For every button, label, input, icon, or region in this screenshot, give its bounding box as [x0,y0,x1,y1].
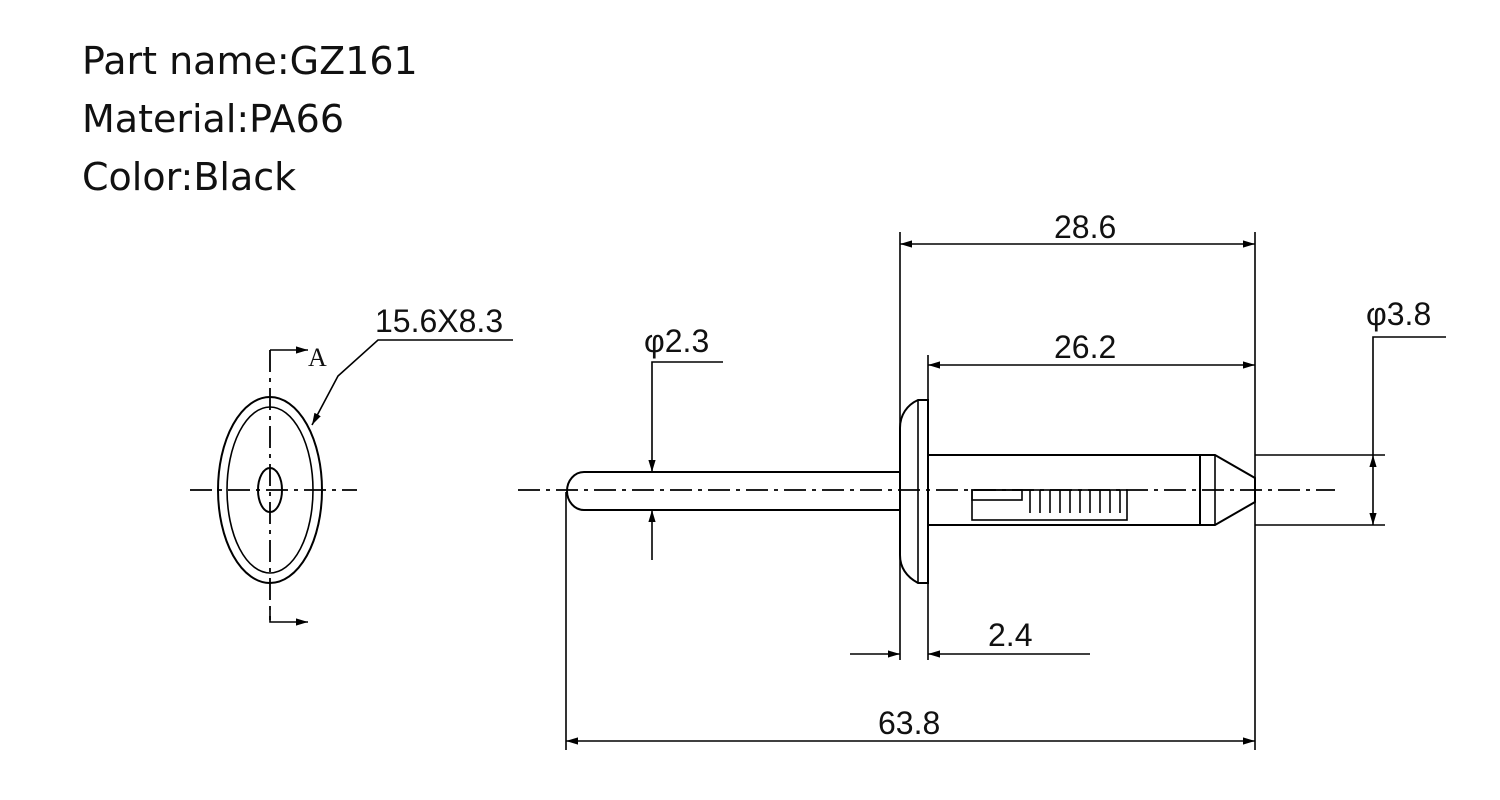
pin-body [566,471,900,511]
body-length-dim: 28.6 [1054,209,1116,245]
pin-hole [257,467,283,513]
pin-dia-leader-top [648,361,723,472]
head-outer-outline [217,396,323,584]
part-name-label: Part name:GZ161 [82,39,418,83]
material-label: Material:PA66 [82,97,345,141]
overall-length-dim: 63.8 [878,705,940,741]
front-view: A 15.6X8.3 [190,303,513,626]
side-view: 28.6 26.2 φ2.3 φ3.8 2.4 63.8 [518,209,1446,750]
head-size-leader [311,339,513,426]
head-inner-outline [226,406,314,574]
tip-diameter-dim: φ3.8 [1366,296,1431,332]
pin-diameter-dim: φ2.3 [644,323,709,359]
color-label: Color:Black [82,155,297,199]
rivet-head [899,399,929,584]
slot-teeth [1029,490,1121,513]
tip-dia-leader [1372,336,1446,455]
slot-inner [971,489,1023,501]
head-thickness-dim: 2.4 [988,617,1032,653]
head-size-dim: 15.6X8.3 [375,303,503,339]
shank-length-dim: 26.2 [1054,329,1116,365]
section-arrow-bottom [269,610,308,626]
section-mark-label: A [308,343,327,372]
